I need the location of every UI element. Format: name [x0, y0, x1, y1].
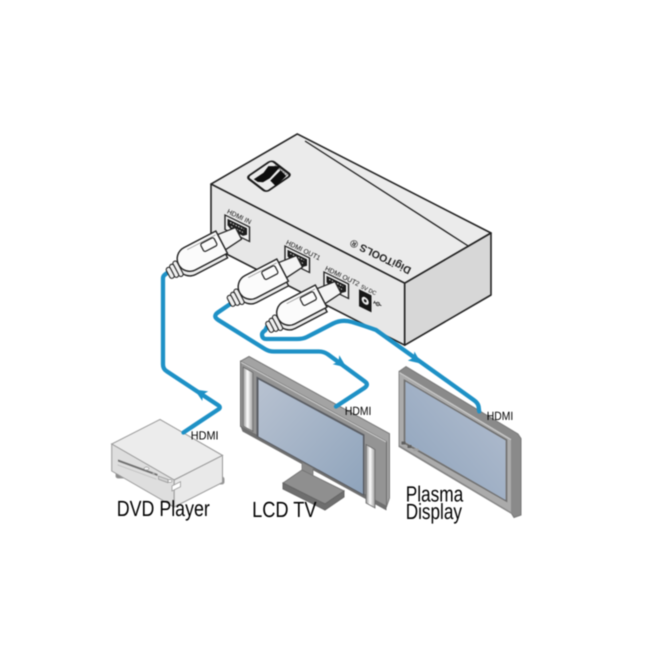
svg-text:DVD Player: DVD Player	[117, 496, 210, 521]
svg-text:HDMI: HDMI	[487, 409, 514, 423]
svg-text:HDMI: HDMI	[345, 404, 372, 418]
svg-text:HDMI: HDMI	[191, 428, 219, 442]
svg-text:Display: Display	[406, 499, 462, 524]
svg-text:LCD TV: LCD TV	[252, 497, 317, 522]
svg-text:Plasma: Plasma	[406, 481, 464, 506]
